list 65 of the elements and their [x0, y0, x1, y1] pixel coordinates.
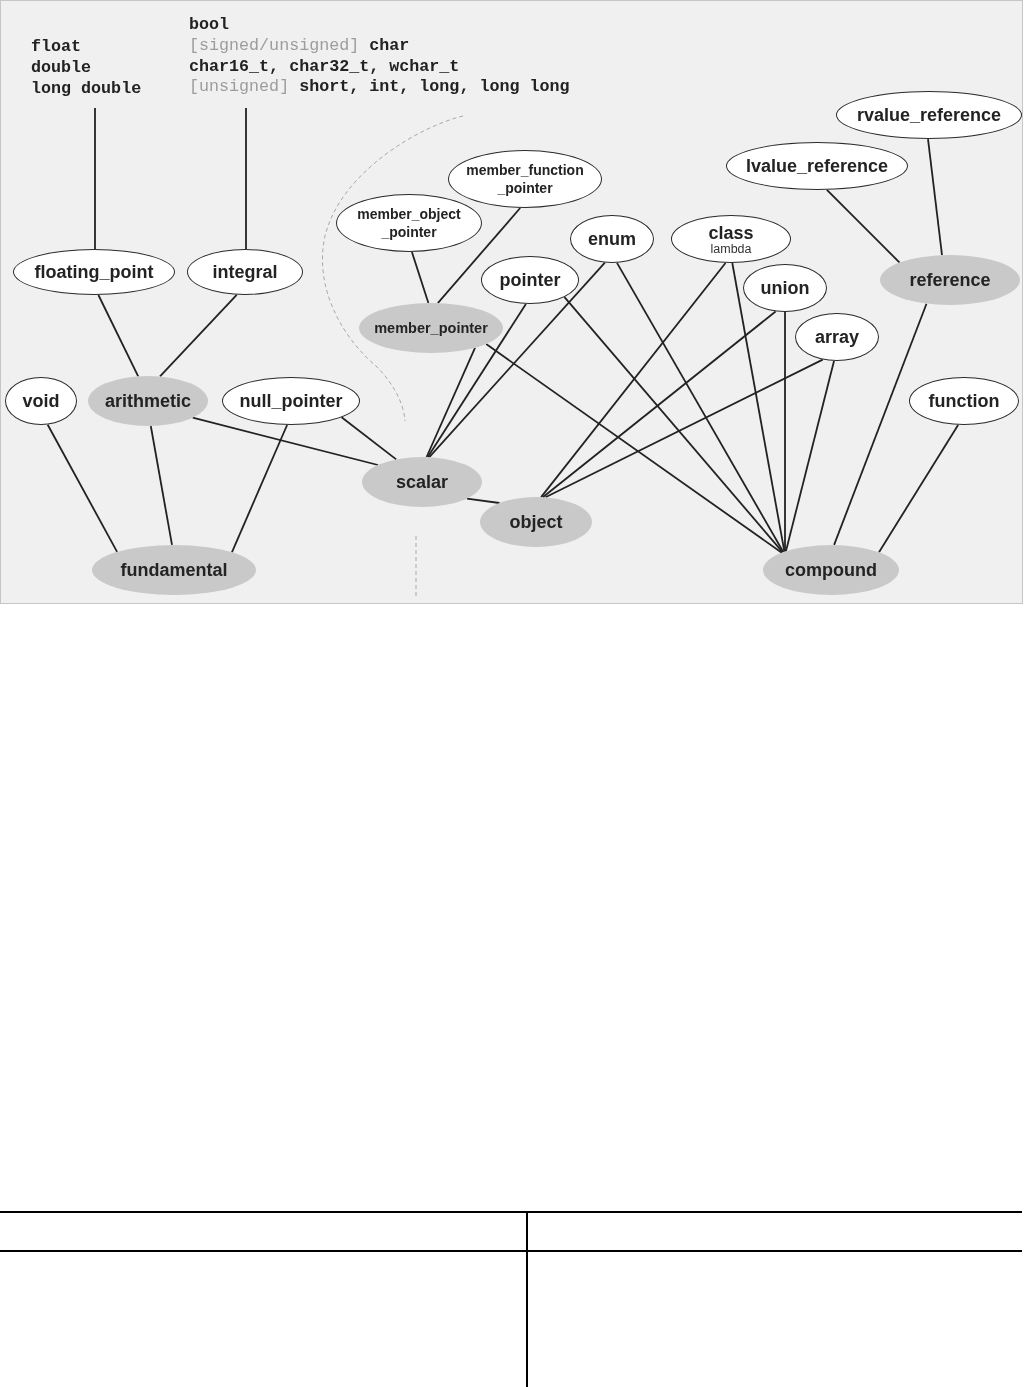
type-keyword-text: float: [31, 37, 82, 58]
connector-line: [426, 303, 527, 458]
category-ellipse: [359, 303, 503, 353]
type-name: array: [814, 326, 859, 348]
type-name: null_pointer: [239, 390, 343, 412]
connector-line: [159, 293, 238, 378]
type-name: lvalue_reference: [745, 155, 889, 177]
connector-line: [425, 346, 476, 458]
type-keyword-text: char16_t, char32_t, wchar_t: [189, 56, 460, 78]
connector-line: [149, 425, 173, 546]
type-name: scalar: [395, 471, 449, 493]
type-name: rvalue_reference: [856, 104, 1002, 126]
connector-line: [785, 360, 835, 553]
optional-qualifier: [unsigned]: [189, 77, 290, 99]
type-keyword-text: short, int, long, long long: [299, 77, 570, 99]
connector-line: [927, 138, 943, 256]
type-name: member_function _pointer: [466, 161, 584, 197]
connector-line: [428, 261, 606, 458]
type-name: reference: [909, 269, 991, 291]
connector-line: [784, 311, 786, 553]
type-name: void: [22, 390, 60, 412]
connector-line: [616, 262, 785, 553]
type-keyword-text: char: [369, 35, 410, 57]
type-name: member_object _pointer: [357, 205, 461, 241]
type-ellipse: [836, 91, 1022, 139]
connector-line: [540, 262, 727, 498]
connector-line: [46, 423, 118, 553]
type-ellipse: [909, 377, 1019, 425]
connector-line: [231, 424, 288, 554]
connector-line: [878, 424, 959, 554]
type-name: compound: [785, 559, 877, 581]
connector-line: [833, 302, 928, 546]
connector-line: [191, 416, 379, 466]
type-name: class: [708, 222, 754, 244]
type-name: arithmetic: [105, 390, 191, 412]
connector-line: [340, 416, 398, 461]
type-keyword-text: bool: [189, 15, 230, 36]
type-name: union: [760, 277, 810, 299]
connector-line: [436, 207, 522, 304]
connector-line: [826, 189, 901, 264]
optional-qualifier: [signed/unsigned]: [189, 35, 360, 57]
connector-line: [245, 107, 247, 250]
type-ellipse: [336, 194, 482, 252]
type-example: lambda: [710, 241, 752, 256]
connector-line: [731, 262, 786, 553]
connector-line: [411, 251, 430, 304]
connector-line: [97, 294, 140, 378]
type-name: object: [509, 511, 563, 533]
type-ellipse: [481, 256, 579, 304]
type-name: integral: [212, 261, 278, 283]
connector-line: [563, 296, 784, 554]
type-name: floating_point: [34, 261, 154, 283]
type-ellipse: [743, 264, 827, 312]
connector-line: [94, 107, 96, 250]
connector-line: [485, 343, 783, 554]
connector-line: [466, 497, 501, 504]
type-name: function: [928, 390, 1000, 412]
connector-line: [541, 310, 777, 499]
type-name: member_pointer: [374, 318, 488, 338]
type-name: enum: [588, 228, 636, 250]
type-keyword-text: double: [31, 57, 92, 79]
type-name: fundamental: [120, 559, 228, 581]
category-ellipse: [880, 255, 1020, 305]
type-keyword-text: long double: [31, 78, 142, 100]
type-name: pointer: [499, 269, 561, 291]
